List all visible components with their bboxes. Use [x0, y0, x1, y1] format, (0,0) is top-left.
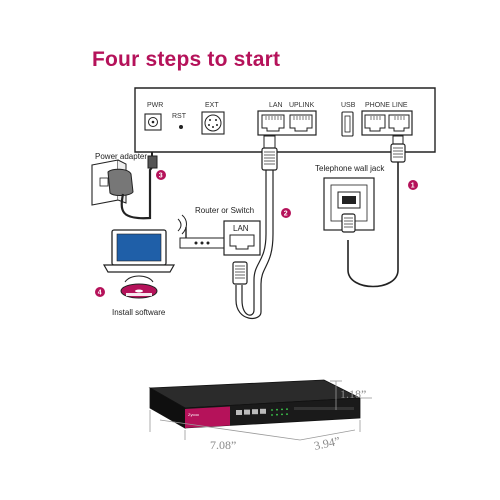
dimension-height: 1.18” — [340, 387, 366, 401]
port-label-rst: RST — [172, 113, 187, 120]
step-3-marker: 3 — [156, 170, 166, 180]
step-2-marker: 2 — [281, 208, 291, 218]
install-software-label: Install software — [112, 308, 166, 317]
router-lan-label: LAN — [233, 224, 249, 233]
step-2-number: 2 — [284, 211, 288, 218]
dimension-depth: 3.94” — [313, 434, 342, 453]
device-rear-panel: PWR RST EXT LAN UPLINK USB PHONE LINE — [134, 87, 436, 153]
port-label-line: LINE — [392, 102, 408, 109]
step-4-marker: 4 — [95, 287, 105, 297]
power-adapter-label: Power adapter — [95, 152, 147, 161]
product-brand: Zycoo — [188, 412, 200, 417]
page-title: Four steps to start — [92, 48, 281, 71]
product-device: Zycoo — [148, 379, 362, 429]
dimension-width: 7.08” — [210, 438, 236, 452]
step-1-number: 1 — [411, 183, 415, 190]
software-cd — [120, 275, 158, 299]
reset-button — [179, 125, 183, 129]
wall-jack-label: Telephone wall jack — [315, 164, 385, 173]
laptop — [102, 229, 176, 273]
port-label-uplink: UPLINK — [289, 102, 315, 109]
line-cable — [341, 135, 406, 288]
router-switch: LAN — [177, 214, 261, 256]
port-label-phone: PHONE — [365, 102, 390, 109]
step-3-number: 3 — [159, 173, 163, 180]
step-1-marker: 1 — [408, 180, 418, 190]
port-label-pwr: PWR — [147, 102, 163, 109]
dimension-lines — [149, 380, 372, 441]
power-adapter — [91, 152, 158, 220]
port-label-lan: LAN — [269, 102, 283, 109]
router-label: Router or Switch — [195, 206, 254, 215]
port-label-ext: EXT — [205, 102, 219, 109]
lan-cable — [232, 135, 278, 319]
step-4-number: 4 — [98, 290, 102, 297]
port-label-usb: USB — [341, 102, 356, 109]
